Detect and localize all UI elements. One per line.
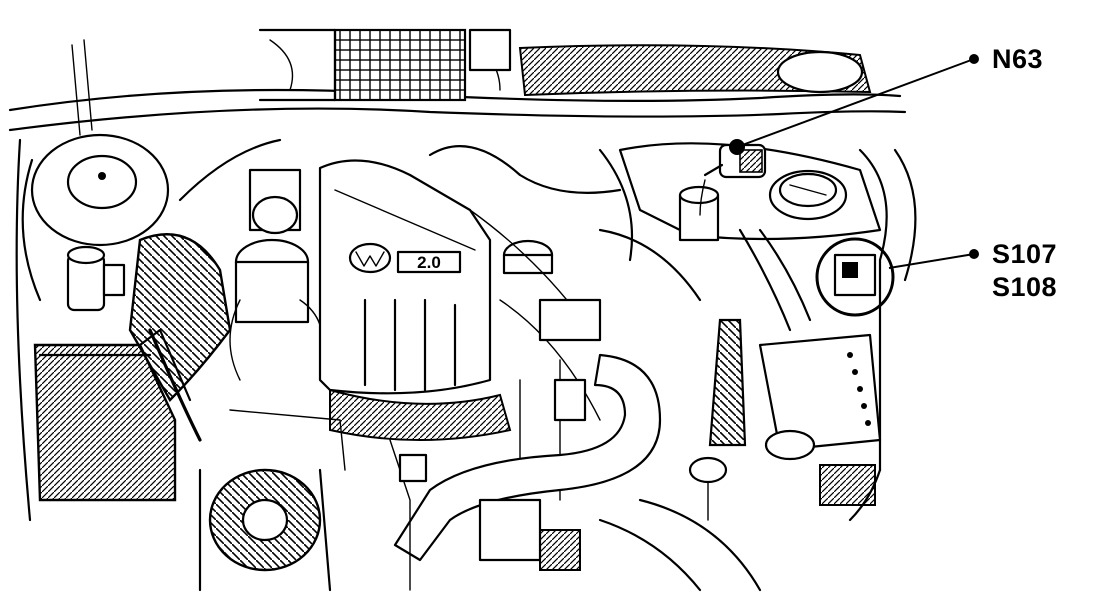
engine-bay-outline: [15, 138, 882, 522]
n63-component: [699, 143, 767, 216]
right-fender-area: [708, 148, 917, 506]
alternator: [198, 468, 332, 592]
coolant-pipe: [393, 353, 662, 562]
callout-n63-label: N63: [992, 46, 1043, 73]
callout-s107-s108-label: S107 S108: [992, 241, 1057, 301]
cowl-and-wipers: [8, 28, 907, 136]
callout-s107-s108-leader: [815, 237, 979, 317]
engine-cover: 2.0: [318, 159, 512, 441]
oil-filler-cap: [502, 239, 554, 275]
callout-s108-text: S108: [992, 272, 1058, 302]
lower-components: [229, 409, 762, 592]
battery-holes: [847, 352, 871, 426]
callout-s107-text: S107: [992, 239, 1058, 269]
distributor: [229, 168, 324, 381]
wiring-harness: [428, 144, 702, 501]
engine-badge: 2.0: [396, 250, 462, 274]
vw-logo-icon: [348, 242, 392, 274]
control-module: [33, 328, 192, 502]
washer-bottle: [66, 245, 126, 312]
coolant-tank: [618, 142, 882, 242]
engine-badge-text: 2.0: [417, 253, 441, 272]
callout-n63-leader: [729, 54, 979, 155]
left-strut-tower: [21, 133, 170, 302]
callout-n63-text: N63: [992, 44, 1044, 74]
